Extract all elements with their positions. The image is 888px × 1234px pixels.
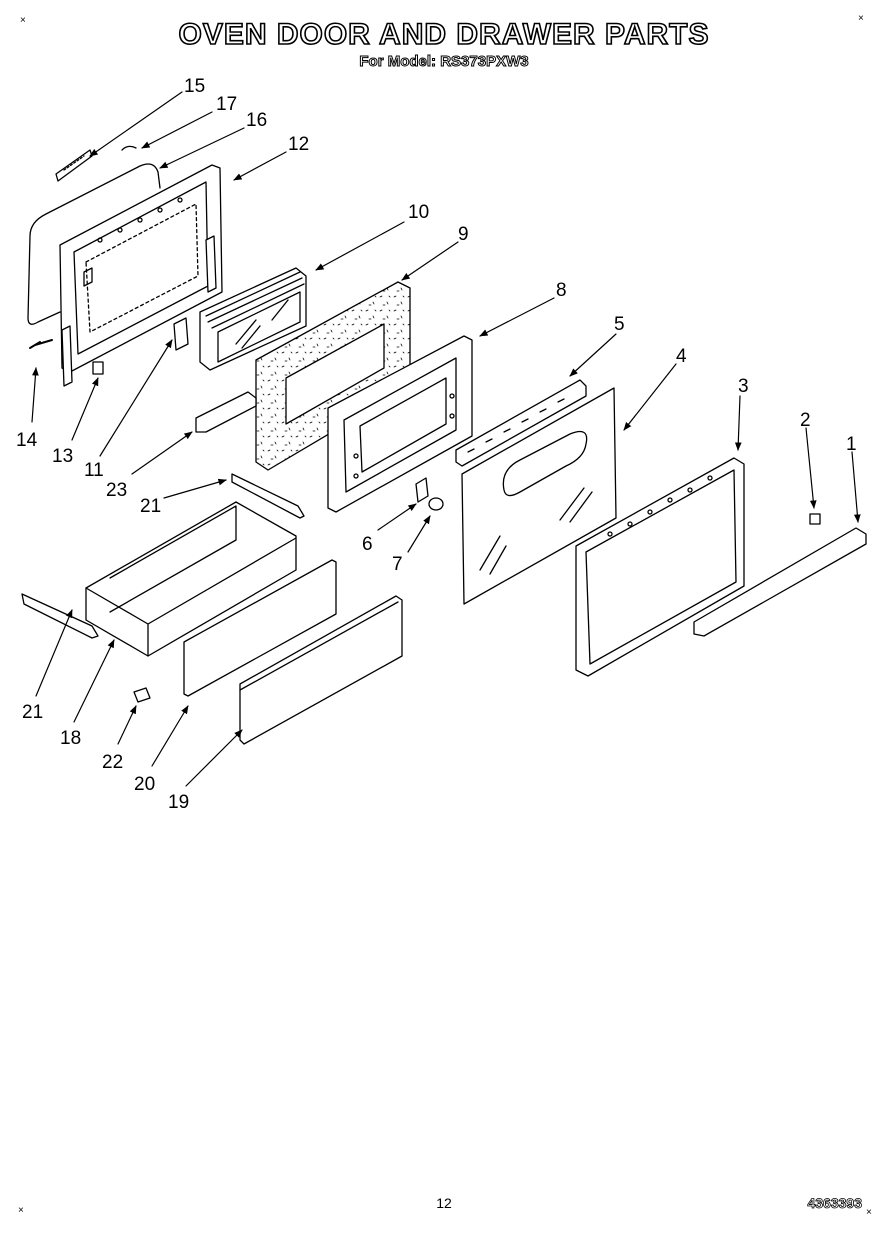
part-17-clip xyxy=(121,145,137,151)
part-11-hinge-bracket xyxy=(173,317,189,351)
part-5-vent-strip xyxy=(455,379,587,467)
part-3-outer-door-panel xyxy=(575,457,745,677)
part-19-drawer-front-panel xyxy=(239,595,403,745)
part-4-door-glass xyxy=(461,387,617,605)
callout-3: 3 xyxy=(738,376,749,397)
page-number: 12 xyxy=(436,1195,452,1211)
model-subtitle: For Model: RS373PXW3 xyxy=(359,53,529,71)
part-20-drawer-front-inner xyxy=(183,559,337,697)
part-14-screw xyxy=(29,339,53,349)
callout-7: 7 xyxy=(392,554,403,575)
part-21-slide-rail-upper xyxy=(231,473,305,519)
callout-17: 17 xyxy=(216,94,237,115)
callout-10: 10 xyxy=(408,202,429,223)
part-13-spacer xyxy=(92,361,104,375)
corner-mark-bottom-right: × xyxy=(866,1207,872,1218)
callout-20: 20 xyxy=(134,774,155,795)
callout-5: 5 xyxy=(614,314,625,335)
callout-1: 1 xyxy=(846,434,857,455)
callout-16: 16 xyxy=(246,110,267,131)
callout-11: 11 xyxy=(84,460,104,481)
callout-18: 18 xyxy=(60,728,81,749)
callout-6: 6 xyxy=(362,534,373,555)
part-21-slide-rail-lower xyxy=(21,593,99,639)
corner-mark-top-left: × xyxy=(20,15,26,26)
callout-8: 8 xyxy=(556,280,567,301)
callout-21-upper: 21 xyxy=(140,496,161,517)
part-6-latch-bracket xyxy=(415,477,429,503)
part-10-glass-pack xyxy=(199,267,307,371)
callout-13: 13 xyxy=(52,446,73,467)
part-8-outer-door-frame xyxy=(327,335,473,513)
callout-4: 4 xyxy=(676,346,687,367)
part-18-drawer-box xyxy=(85,501,297,657)
callout-15: 15 xyxy=(184,76,205,97)
callout-23: 23 xyxy=(106,480,127,501)
part-16-door-gasket xyxy=(27,163,161,325)
callout-2: 2 xyxy=(800,410,811,431)
document-number: 4363393 xyxy=(807,1195,862,1212)
part-7-knob xyxy=(428,497,444,511)
part-15-hinge-plate xyxy=(55,149,93,182)
callout-21-lower: 21 xyxy=(22,702,43,723)
part-2-end-cap xyxy=(809,513,821,525)
corner-mark-top-right: × xyxy=(858,13,864,24)
part-22-screw xyxy=(133,687,151,703)
callout-12: 12 xyxy=(288,134,309,155)
callout-22: 22 xyxy=(102,752,123,773)
callout-9: 9 xyxy=(458,224,469,245)
diagram-title: OVEN DOOR AND DRAWER PARTS xyxy=(178,17,710,52)
callout-19: 19 xyxy=(168,792,189,813)
corner-mark-bottom-left: × xyxy=(18,1205,24,1216)
part-1-door-handle xyxy=(693,527,867,637)
part-23-rail xyxy=(195,391,257,433)
callout-14: 14 xyxy=(16,430,38,451)
leader-lines xyxy=(31,91,861,787)
part-12-inner-door-frame xyxy=(59,164,223,387)
